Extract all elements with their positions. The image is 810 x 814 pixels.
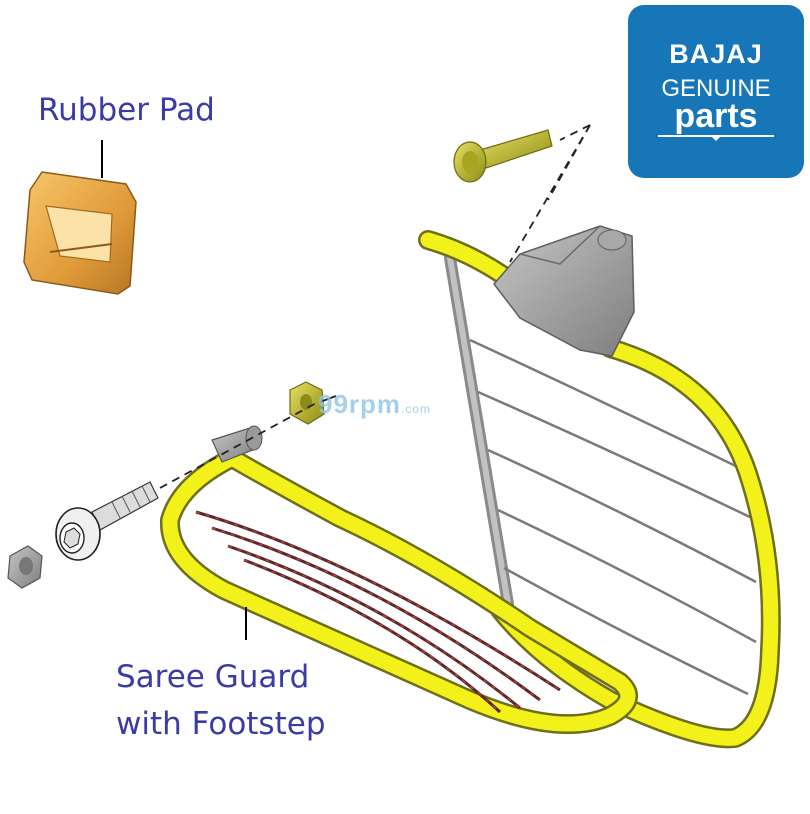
logo-genuine: GENUINE (661, 75, 771, 102)
logo-notch-icon (710, 135, 722, 141)
saree-guard-label-line1: Saree Guard (116, 659, 310, 695)
rubber-pad-label: Rubber Pad (38, 92, 215, 128)
bracket-bolt-guide (509, 124, 591, 263)
bolt-guide (159, 401, 319, 489)
rubber-pad-part (23, 171, 137, 295)
bolt-part (55, 481, 159, 561)
mounting-bracket-part (493, 225, 635, 357)
bracket-bolt-part (453, 129, 553, 183)
logo-parts: parts (674, 97, 758, 135)
saree-guard-part (159, 230, 781, 749)
spacer-part (211, 425, 263, 463)
logo-brand: BAJAJ (669, 39, 763, 69)
bolt-guide-end (319, 395, 337, 403)
watermark: 99rpm.com (318, 389, 432, 419)
bajaj-genuine-parts-logo: BAJAJ GENUINE parts (628, 5, 804, 178)
saree-guard-label-line2: with Footstep (116, 706, 326, 742)
bush-part (7, 545, 43, 589)
